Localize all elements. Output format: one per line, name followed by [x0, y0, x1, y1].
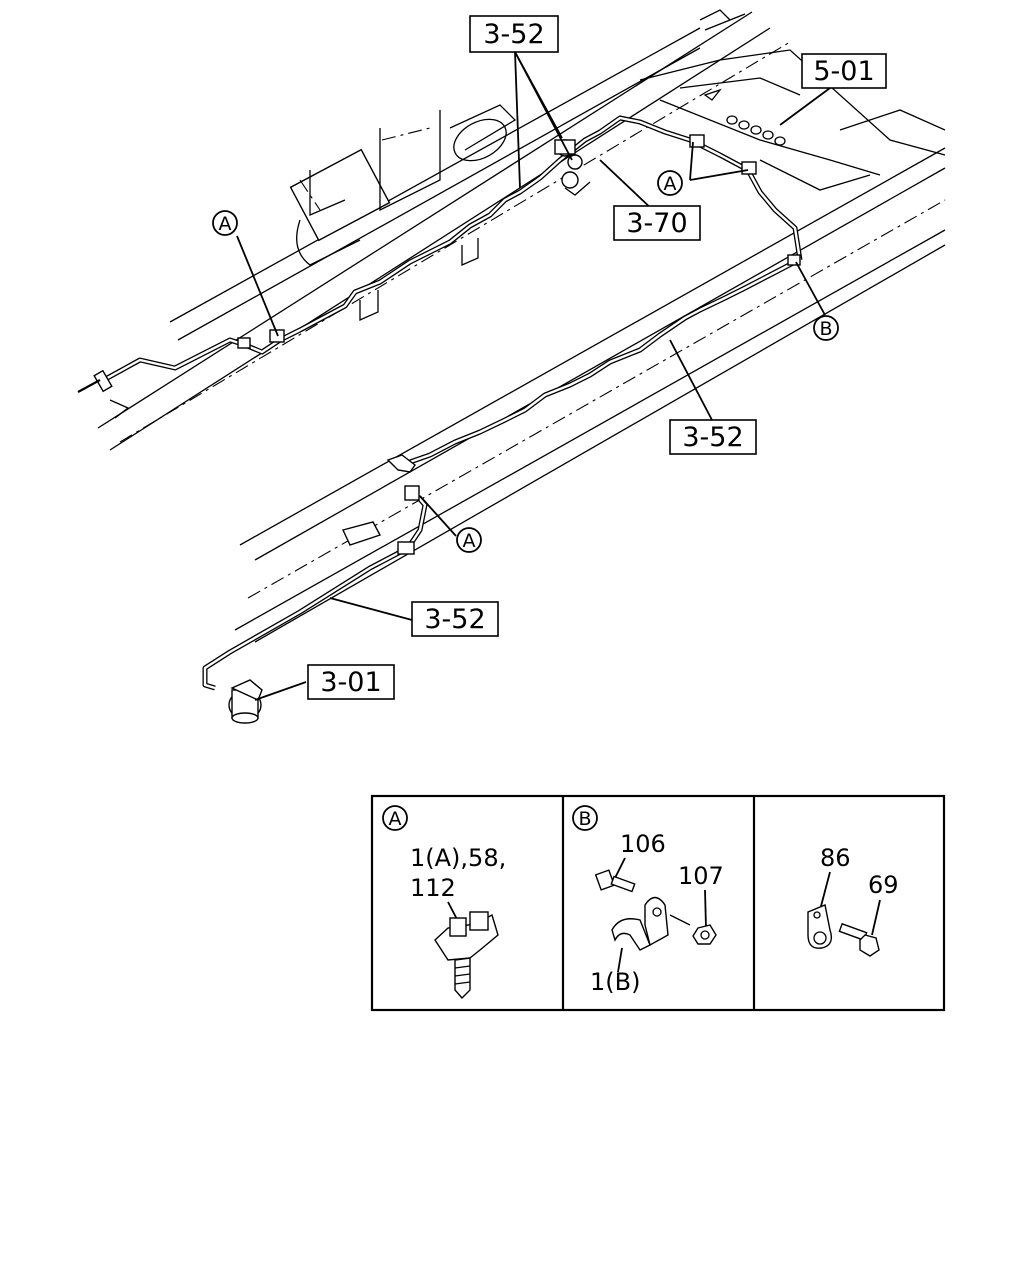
panel-a-label-line2: 112: [410, 874, 456, 902]
callout-3-52-top[interactable]: 3-52: [469, 15, 559, 53]
panel-b-marker: B: [572, 805, 598, 831]
callout-3-70[interactable]: 3-70: [613, 205, 701, 241]
detail-table: [370, 794, 946, 1012]
callout-5-01[interactable]: 5-01: [801, 53, 887, 89]
detail-panel-b: B 106 107 1(B): [572, 805, 724, 996]
svg-text:A: A: [219, 213, 232, 235]
nut-107-icon: [692, 924, 717, 945]
panel-c-label-69: 69: [868, 871, 899, 899]
clamp-86-icon: [807, 904, 833, 949]
detail-panel-a: A 1(A),58, 112: [382, 805, 506, 1000]
marker-a-lower: A: [456, 527, 482, 553]
three-way-joint: [554, 139, 591, 196]
bolt-106-icon: [594, 869, 636, 893]
marker-b: B: [813, 315, 839, 341]
svg-text:A: A: [463, 530, 476, 552]
svg-text:A: A: [389, 808, 402, 830]
bracket-1b-icon: [611, 896, 691, 951]
callout-3-01[interactable]: 3-01: [307, 664, 395, 700]
front-fitting: [77, 369, 130, 419]
svg-text:A: A: [664, 173, 677, 195]
svg-text:3-01: 3-01: [320, 667, 381, 698]
bolt-69-icon: [838, 922, 880, 957]
marker-a-upper-left: A: [212, 210, 238, 236]
clip-part-icon: [434, 911, 499, 1000]
cross-member-holes: [726, 115, 786, 146]
panel-a-marker: A: [382, 805, 408, 831]
fuel-tank-assembly: [289, 104, 517, 322]
brake-chamber: [228, 679, 263, 724]
panel-b-label-107: 107: [678, 862, 724, 890]
svg-text:3-52: 3-52: [483, 19, 544, 50]
detail-panel-c: 86 69: [807, 844, 899, 957]
leader-lines: [236, 51, 831, 701]
panel-a-label-line1: 1(A),58,: [410, 844, 506, 872]
chassis-frame: [97, 9, 946, 643]
pipe-clips: [77, 134, 801, 555]
callout-3-52-mid[interactable]: 3-52: [669, 419, 757, 455]
svg-text:B: B: [819, 318, 832, 340]
panel-b-label-1b: 1(B): [590, 968, 640, 996]
svg-text:3-52: 3-52: [682, 422, 743, 453]
brake-pipes: [98, 115, 803, 691]
callout-3-52-low[interactable]: 3-52: [411, 601, 499, 637]
svg-text:B: B: [578, 808, 591, 830]
marker-a-right: A: [657, 170, 683, 196]
panel-b-label-106: 106: [620, 830, 666, 858]
svg-text:3-70: 3-70: [626, 208, 687, 239]
svg-text:3-52: 3-52: [424, 604, 485, 635]
panel-c-label-86: 86: [820, 844, 851, 872]
svg-text:5-01: 5-01: [813, 56, 874, 87]
